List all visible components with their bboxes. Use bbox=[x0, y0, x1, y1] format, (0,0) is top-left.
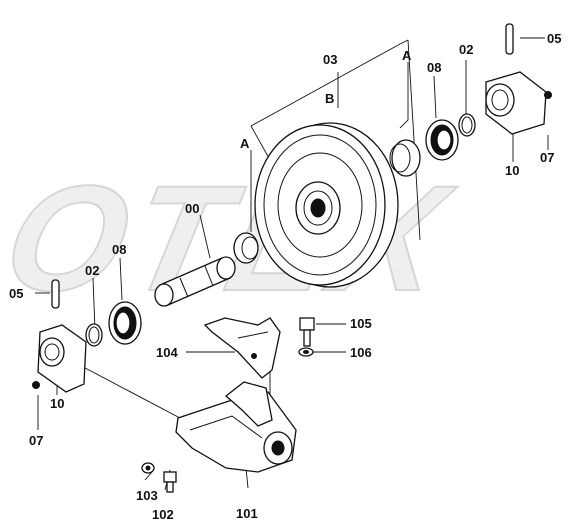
bolt-102 bbox=[163, 471, 177, 493]
bushing-right bbox=[389, 139, 421, 177]
label-08-top: 08 bbox=[427, 60, 441, 75]
label-102: 102 bbox=[152, 507, 174, 522]
label-03: 03 bbox=[323, 52, 337, 67]
label-106: 106 bbox=[350, 345, 372, 360]
label-02-left: 02 bbox=[85, 263, 99, 278]
yoke bbox=[175, 381, 297, 473]
label-103: 103 bbox=[136, 488, 158, 503]
label-02-top: 02 bbox=[459, 42, 473, 57]
label-105: 105 bbox=[350, 316, 372, 331]
o-ring-right bbox=[458, 113, 476, 137]
label-05-top: 05 bbox=[547, 31, 561, 46]
o-ring-left bbox=[85, 323, 103, 347]
label-104: 104 bbox=[156, 345, 178, 360]
seal-left bbox=[108, 301, 142, 345]
label-b: B bbox=[325, 91, 334, 106]
guard-plate bbox=[203, 317, 281, 379]
shaft bbox=[154, 256, 236, 307]
label-07-right: 07 bbox=[540, 150, 554, 165]
pin-right bbox=[505, 23, 514, 55]
bracket-left bbox=[32, 324, 87, 393]
washer-103 bbox=[141, 462, 155, 474]
seal-right bbox=[425, 119, 459, 161]
label-10-right: 10 bbox=[505, 163, 519, 178]
label-05-left: 05 bbox=[9, 286, 23, 301]
pin-left bbox=[51, 279, 60, 309]
label-07-left: 07 bbox=[29, 433, 43, 448]
idler-wheel bbox=[254, 122, 399, 288]
callout-labels: 03 B A A 08 02 05 07 10 00 08 02 05 10 0… bbox=[9, 31, 561, 522]
label-00: 00 bbox=[185, 201, 199, 216]
label-08-left: 08 bbox=[112, 242, 126, 257]
label-101: 101 bbox=[236, 506, 258, 521]
label-a-top: A bbox=[402, 48, 412, 63]
leader-lines bbox=[35, 37, 549, 491]
bolt-105 bbox=[299, 317, 315, 347]
bracket-right bbox=[485, 71, 552, 135]
label-10-left: 10 bbox=[50, 396, 64, 411]
label-a-left: A bbox=[240, 136, 250, 151]
washer-106 bbox=[298, 347, 314, 357]
bushing-left bbox=[233, 232, 259, 264]
